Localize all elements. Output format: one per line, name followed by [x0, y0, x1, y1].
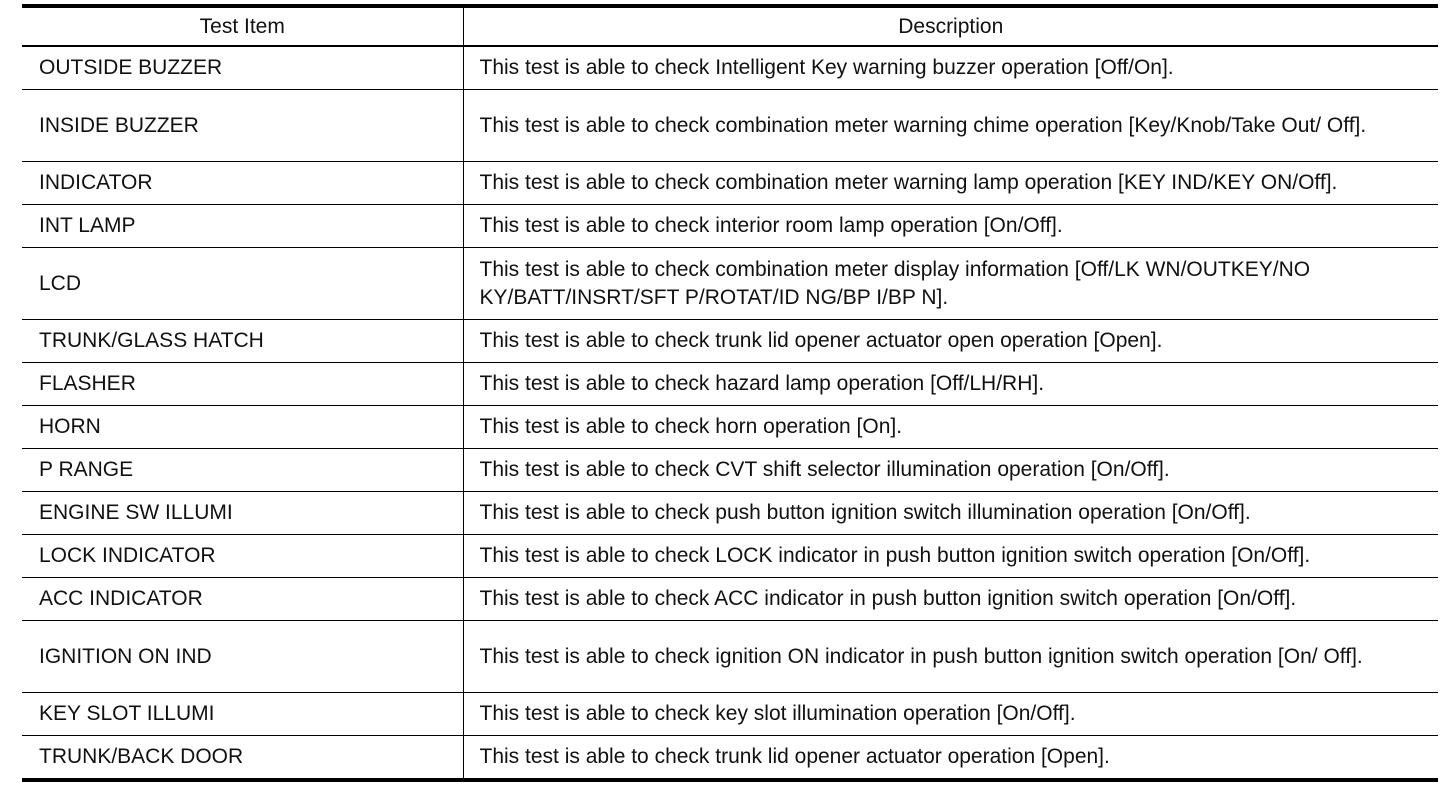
test-item-cell: INT LAMP	[39, 214, 136, 237]
table-row: HORN This test is able to check horn ope…	[22, 405, 1438, 449]
description-cell: This test is able to check combination m…	[462, 161, 1438, 205]
table-row: LOCK INDICATOR This test is able to chec…	[22, 534, 1438, 578]
description-cell: This test is able to check key slot illu…	[462, 692, 1438, 736]
table-row: IGNITION ON IND This test is able to che…	[22, 620, 1438, 693]
table-row: OUTSIDE BUZZER This test is able to chec…	[22, 46, 1438, 90]
description-cell: This test is able to check interior room…	[462, 204, 1438, 248]
description-cell: This test is able to check LOCK indicato…	[462, 534, 1438, 578]
test-item-cell: KEY SLOT ILLUMI	[39, 702, 215, 725]
table-row: INT LAMP This test is able to check inte…	[22, 204, 1438, 248]
test-item-cell: TRUNK/BACK DOOR	[39, 745, 244, 768]
table-row: P RANGE This test is able to check CVT s…	[22, 448, 1438, 492]
table-row: LCD This test is able to check combinati…	[22, 247, 1438, 320]
table-row: INSIDE BUZZER This test is able to check…	[22, 89, 1438, 162]
description-cell: This test is able to check ACC indicator…	[462, 577, 1438, 621]
test-item-cell: LCD	[39, 271, 82, 295]
test-item-cell: ENGINE SW ILLUMI	[39, 501, 233, 524]
test-item-cell: ACC INDICATOR	[39, 587, 203, 610]
table-row: TRUNK/GLASS HATCH This test is able to c…	[22, 319, 1438, 363]
description-cell: This test is able to check horn operatio…	[462, 405, 1438, 449]
description-cell: This test is able to check combination m…	[462, 89, 1438, 162]
table-header: Test Item Description	[22, 6, 1438, 46]
table-row: INDICATOR This test is able to check com…	[22, 161, 1438, 205]
table-row: FLASHER This test is able to check hazar…	[22, 362, 1438, 406]
test-item-table-container: Test Item Description OUTSIDE BUZZER Thi…	[22, 4, 1438, 782]
description-cell: This test is able to check trunk lid ope…	[462, 735, 1438, 780]
table-row: KEY SLOT ILLUMI This test is able to che…	[22, 692, 1438, 736]
test-item-cell: HORN	[39, 415, 101, 438]
test-item-cell: P RANGE	[39, 458, 134, 481]
table-header-row: Test Item Description	[22, 6, 1438, 46]
test-item-cell: INDICATOR	[39, 171, 153, 194]
description-cell: This test is able to check push button i…	[462, 491, 1438, 535]
description-cell: This test is able to check trunk lid ope…	[462, 319, 1438, 363]
test-item-cell: TRUNK/GLASS HATCH	[39, 329, 264, 352]
test-item-cell: LOCK INDICATOR	[39, 544, 216, 567]
description-cell: This test is able to check hazard lamp o…	[462, 362, 1438, 406]
test-item-cell: IGNITION ON IND	[39, 644, 212, 668]
description-cell: This test is able to check ignition ON i…	[462, 620, 1438, 693]
test-item-cell: FLASHER	[39, 372, 136, 395]
table-row: TRUNK/BACK DOOR This test is able to che…	[22, 735, 1438, 780]
table-body: OUTSIDE BUZZER This test is able to chec…	[22, 46, 1438, 780]
test-item-table: Test Item Description OUTSIDE BUZZER Thi…	[22, 4, 1438, 782]
table-row: ACC INDICATOR This test is able to check…	[22, 577, 1438, 621]
column-header-test-item: Test Item	[199, 14, 285, 38]
description-cell: This test is able to check Intelligent K…	[462, 46, 1438, 90]
column-header-description: Description	[462, 6, 1438, 46]
description-cell: This test is able to check combination m…	[462, 247, 1438, 320]
description-cell: This test is able to check CVT shift sel…	[462, 448, 1438, 492]
table-row: ENGINE SW ILLUMI This test is able to ch…	[22, 491, 1438, 535]
test-item-cell: OUTSIDE BUZZER	[39, 56, 223, 79]
test-item-cell: INSIDE BUZZER	[39, 113, 199, 137]
